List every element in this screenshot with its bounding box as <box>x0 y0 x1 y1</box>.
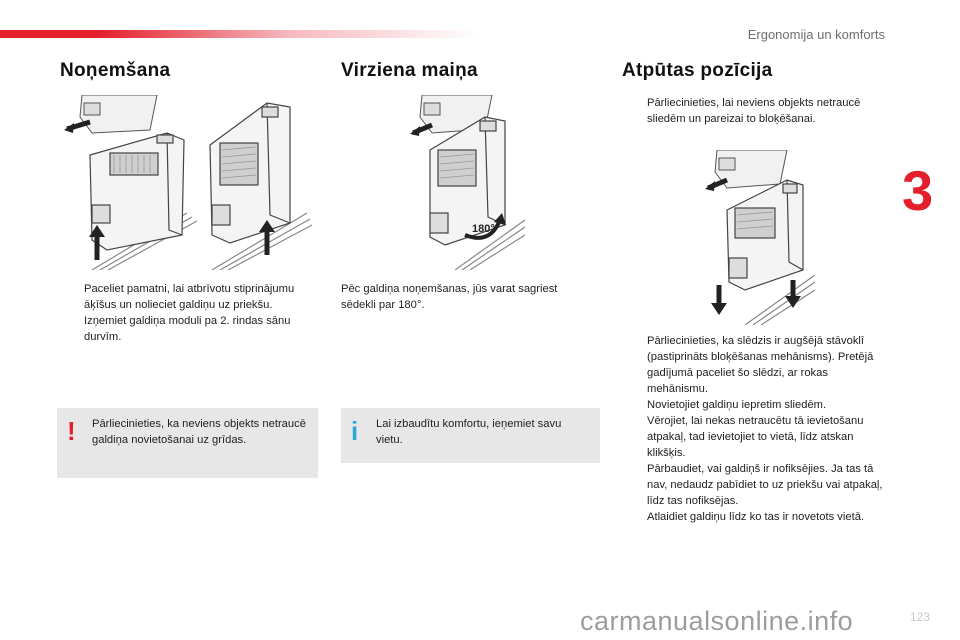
list-item: Atlaidiet galdiņu līdz ko tas ir novetot… <box>647 511 865 523</box>
direction-text: Pēc galdiņa noņemšanas, jūs varat sagrie… <box>341 283 558 311</box>
page-number: 123 <box>910 610 931 624</box>
watermark: carmanualsonline.info <box>580 606 854 636</box>
list-item: Izņemiet galdiņa moduli pa 2. rindas sān… <box>84 315 291 343</box>
section-direction-change: Virziena maiņa <box>341 60 601 82</box>
section-title: Virziena maiņa <box>341 60 478 81</box>
section-title: Noņemšana <box>60 60 171 81</box>
list-item: Pārbaudiet, vai galdiņš ir nofiksējies. … <box>647 463 883 507</box>
list-item: Novietojiet galdiņu iepretim sliedēm. <box>647 399 827 411</box>
info-note: i Lai izbaudītu komfortu, ieņemiet savu … <box>341 408 600 463</box>
section-rest-position: Atpūtas pozīcija <box>622 60 892 82</box>
chapter-title: Ergonomija un komforts <box>747 27 885 42</box>
rotation-label: 180° <box>472 223 495 235</box>
list-item: Pārliecinieties, ka slēdzis ir augšējā s… <box>647 335 874 395</box>
warning-note: ! Pārliecinieties, ka neviens objekts ne… <box>57 408 318 478</box>
rest-position-steps: Pārliecinieties, ka slēdzis ir augšējā s… <box>623 333 888 525</box>
warning-text: Pārliecinieties, ka neviens objekts netr… <box>92 418 306 446</box>
list-item: Pārliecinieties, lai neviens objekts net… <box>647 97 861 125</box>
section-removal: Noņemšana <box>60 60 320 82</box>
rest-position-illustration <box>705 150 815 325</box>
section-title: Atpūtas pozīcija <box>622 60 773 81</box>
rest-position-precheck: Pārliecinieties, lai neviens objekts net… <box>623 95 888 127</box>
list-item: Paceliet pamatni, lai atbrīvotu stiprinā… <box>84 283 295 311</box>
warning-icon: ! <box>67 416 76 446</box>
info-icon: i <box>351 416 359 446</box>
info-text: Lai izbaudītu komfortu, ieņemiet savu vi… <box>376 418 562 446</box>
chapter-number: 3 <box>902 159 934 222</box>
list-item: Vērojiet, lai nekas netraucētu tā ieviet… <box>647 415 864 459</box>
header-accent-bar <box>0 30 480 38</box>
removal-illustration <box>64 95 312 270</box>
direction-illustration: 180° <box>410 95 525 270</box>
removal-steps: Paceliet pamatni, lai atbrīvotu stiprinā… <box>60 281 318 345</box>
